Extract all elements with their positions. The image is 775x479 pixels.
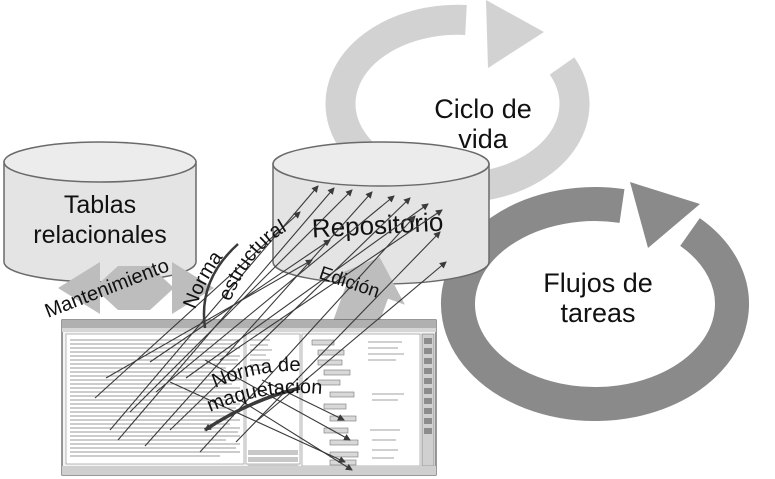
flujos-de-tareas-label-line1: Flujos de [543, 268, 653, 298]
edicion-arrow-icon [329, 257, 405, 335]
tablas-relacionales-label-line2: relacionales [33, 221, 166, 249]
editor-window-screenshot [61, 319, 437, 476]
mantenimiento-double-arrow-icon [58, 262, 214, 314]
repositorio-label: Repositorio [311, 207, 444, 244]
flujos-de-tareas-label-line2: tareas [560, 298, 635, 328]
tablas-relacionales-label-line1: Tablas [64, 191, 136, 219]
flujos-de-tareas-cycle-icon [440, 182, 749, 422]
ciclo-de-vida-label-line1: Ciclo de [434, 94, 532, 124]
ciclo-de-vida-label-line2: vida [458, 124, 509, 154]
tablas-relacionales-database-icon [3, 141, 197, 283]
repositorio-database-icon [272, 141, 490, 285]
curved-arrow-icons [202, 243, 301, 432]
